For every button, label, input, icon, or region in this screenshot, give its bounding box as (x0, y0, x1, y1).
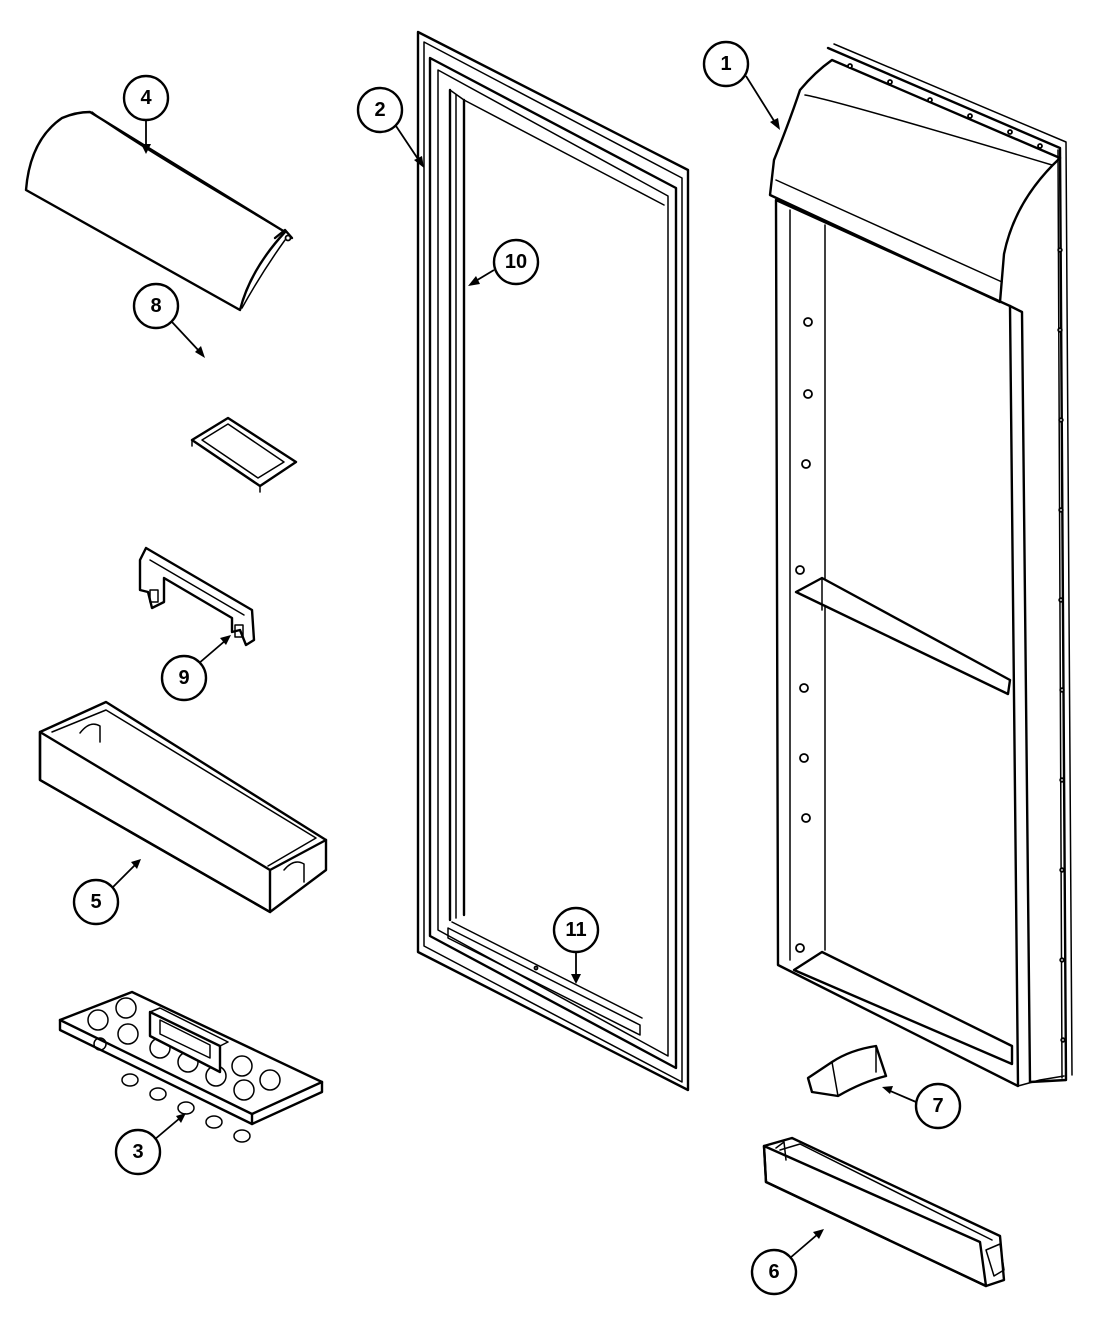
callout-3: 3 (114, 1113, 186, 1176)
callout-6-label: 6 (768, 1261, 779, 1283)
door-bin (38, 700, 328, 914)
callout-5-label: 5 (90, 891, 101, 913)
callout-8-label: 8 (150, 295, 161, 317)
callout-9-label: 9 (178, 667, 189, 689)
callout-1-label: 1 (720, 53, 731, 75)
door-gasket (416, 30, 690, 1092)
callout-8: 8 (132, 282, 205, 358)
egg-tray (58, 990, 324, 1143)
door-liner (768, 43, 1073, 1088)
callout-7: 7 (882, 1082, 962, 1130)
callout-9: 9 (160, 635, 231, 702)
callout-2: 2 (356, 86, 424, 168)
callout-7-label: 7 (932, 1095, 943, 1117)
dairy-door-cover (24, 110, 294, 312)
callout-3-label: 3 (132, 1141, 143, 1163)
callout-10-label: 10 (505, 251, 527, 273)
callout-2-label: 2 (374, 99, 385, 121)
callout-1: 1 (702, 40, 780, 130)
door-shelf-bin (762, 1136, 1006, 1288)
handle-bracket (138, 546, 256, 647)
callout-4-label: 4 (140, 87, 152, 109)
callout-11-label: 11 (565, 919, 586, 941)
small-clip (806, 1044, 888, 1098)
callout-11: 11 (552, 906, 600, 984)
small-tray (190, 416, 298, 493)
callout-5: 5 (72, 859, 141, 926)
callout-10: 10 (468, 238, 540, 286)
callout-6: 6 (750, 1229, 824, 1296)
callout-4: 4 (122, 74, 170, 154)
